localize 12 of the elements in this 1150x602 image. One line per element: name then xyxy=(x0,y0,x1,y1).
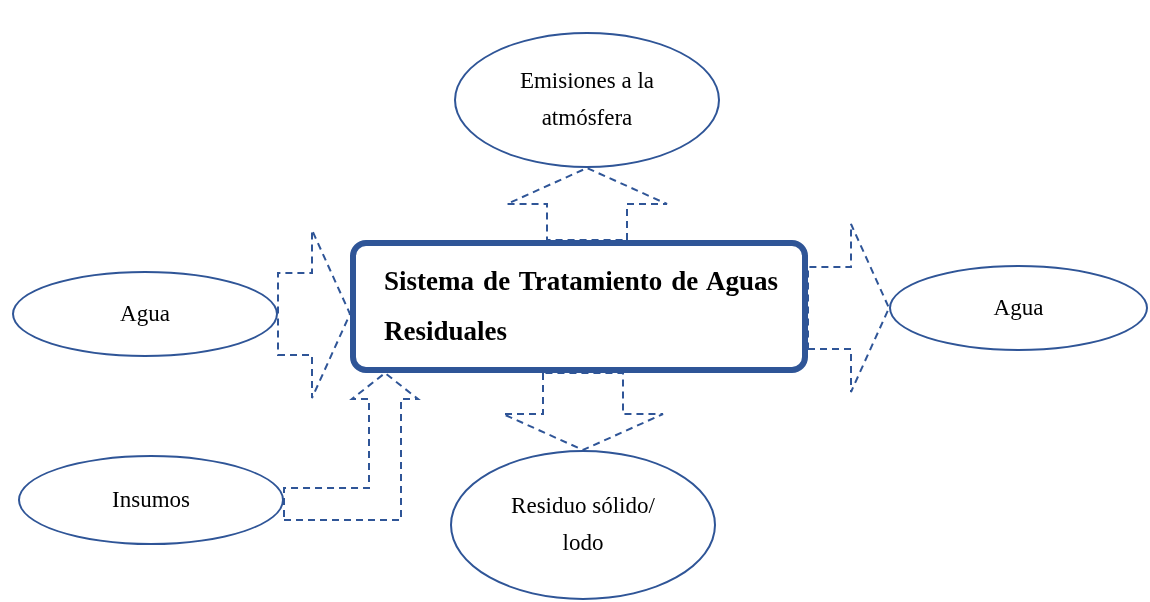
block-arrow xyxy=(277,229,352,399)
process-box xyxy=(350,240,808,373)
block-arrow xyxy=(502,372,664,452)
block-arrow xyxy=(506,166,668,241)
node-label: Insumos xyxy=(111,485,191,514)
node-label: Sistema de Tratamiento de Aguas Residuales xyxy=(384,264,778,348)
node-label: Residuo sólido/ lodo xyxy=(510,492,656,557)
node-label: Agua xyxy=(992,293,1045,322)
node-label: Emisiones a la atmósfera xyxy=(518,67,656,132)
node-label: Agua xyxy=(119,299,171,328)
block-arrow xyxy=(807,223,891,393)
block-arrow xyxy=(283,371,421,521)
